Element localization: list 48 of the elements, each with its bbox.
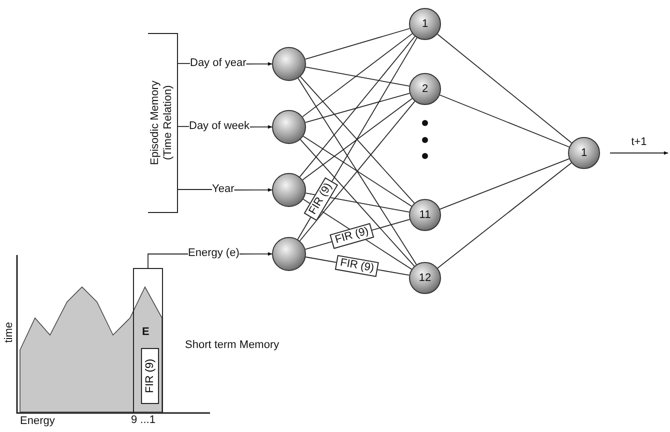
connection-line xyxy=(439,94,570,148)
arrow xyxy=(249,125,272,129)
connection-line xyxy=(178,189,212,190)
bracket xyxy=(148,33,178,213)
bracket-label: Episodic Memory (Time Relation) xyxy=(148,80,174,168)
connection-line xyxy=(436,34,572,144)
arrow xyxy=(238,252,272,256)
neuron-circle: 1 xyxy=(568,137,600,169)
filter-box: FIR (9) xyxy=(141,348,159,404)
connection-line xyxy=(298,78,417,265)
neuron-circle: 1 xyxy=(409,8,441,40)
input-label: Day of week xyxy=(189,120,250,133)
memory-label: Short term Memory xyxy=(185,339,280,352)
connection-line xyxy=(148,254,188,268)
connection-line xyxy=(299,36,416,178)
connection-line xyxy=(304,92,410,123)
window-label: E xyxy=(142,326,150,339)
input-label: Day of year xyxy=(190,57,246,70)
connection-line xyxy=(439,158,570,210)
connection-line xyxy=(304,28,410,60)
neuron-circle xyxy=(272,173,306,207)
neuron-circle xyxy=(272,237,306,271)
connection-line xyxy=(305,66,410,87)
filter-box: FIR (9) xyxy=(330,222,375,249)
axis-label: time xyxy=(3,322,16,343)
neuron-circle: 12 xyxy=(409,262,441,294)
neuron-circle xyxy=(272,110,306,144)
neuron-circle: 11 xyxy=(409,199,441,231)
connection-line xyxy=(300,76,415,204)
connection-line xyxy=(299,100,416,242)
filter-box: FIR (9) xyxy=(335,255,380,278)
connection-line xyxy=(300,139,415,267)
connection-line xyxy=(302,33,413,118)
neuron-circle: 2 xyxy=(409,73,441,105)
arrow xyxy=(246,62,272,66)
input-label: Energy (e) xyxy=(188,247,240,260)
arrow xyxy=(610,151,668,155)
tick-label: 9 ...1 xyxy=(131,414,156,427)
neuron-circle xyxy=(272,47,306,81)
window-frame xyxy=(133,268,163,413)
connection-line xyxy=(302,98,413,180)
connection-line xyxy=(437,162,572,269)
connection-line xyxy=(178,126,190,127)
edge-label: t+1 xyxy=(631,136,647,149)
arrow xyxy=(234,188,272,192)
connection-line xyxy=(302,136,412,207)
connection-line xyxy=(178,63,190,64)
axis-label: Energy xyxy=(20,415,55,428)
